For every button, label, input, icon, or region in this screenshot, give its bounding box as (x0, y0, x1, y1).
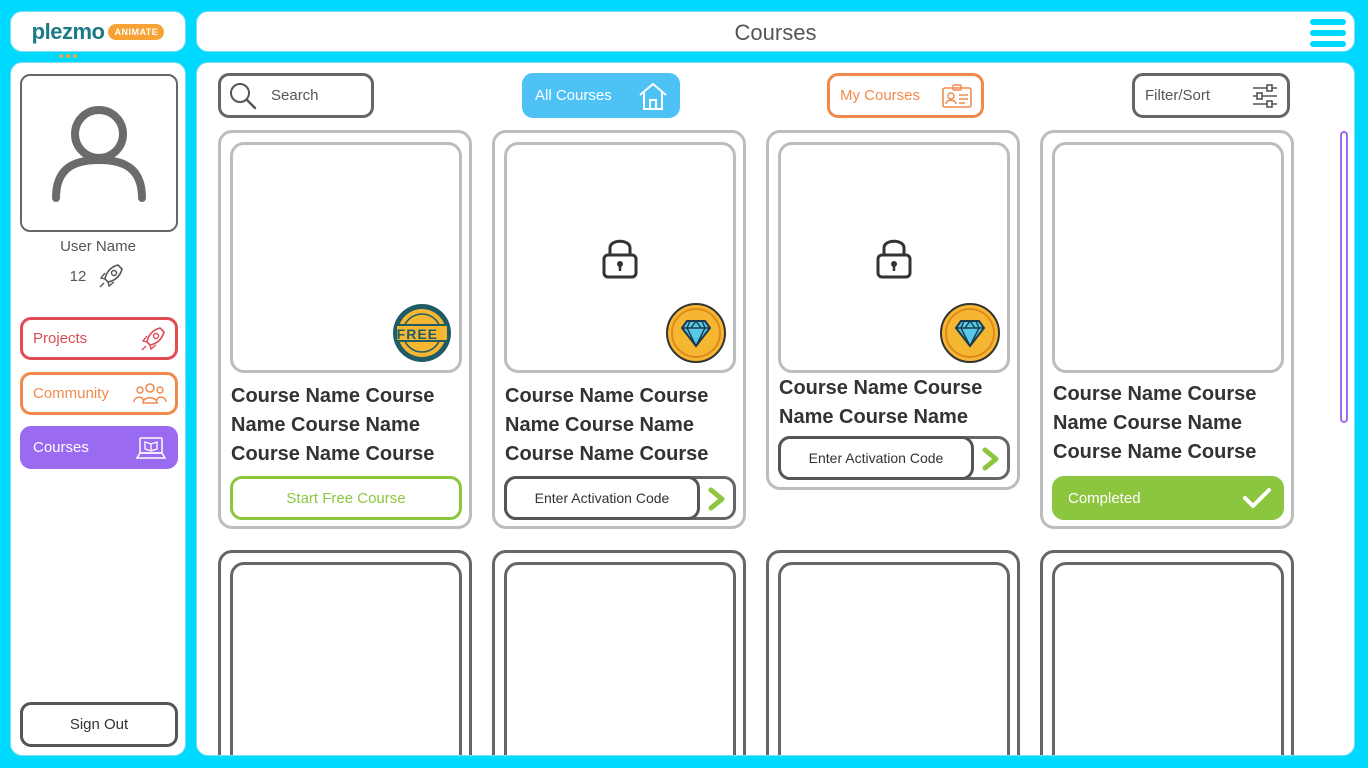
course-name: Course Name Course Name Course Name Cour… (1053, 383, 1257, 463)
course-name: Course Name Course Name Course Name Cour… (505, 385, 709, 465)
activation-code-input[interactable]: Enter Activation Code (504, 476, 700, 520)
course-thumbnail[interactable] (504, 142, 736, 373)
search-icon (230, 82, 257, 109)
completed-button[interactable]: Completed (1052, 476, 1284, 520)
course-card[interactable] (1040, 550, 1294, 755)
course-card[interactable]: Course Name Course Name Course Name Ente… (766, 130, 1020, 490)
search-input[interactable] (271, 87, 361, 104)
checkmark-icon (1243, 488, 1271, 508)
vertical-scrollbar[interactable] (1340, 131, 1348, 423)
home-icon (639, 82, 667, 110)
user-silhouette-icon (52, 106, 146, 202)
course-card[interactable]: Course Name Course Name Course Name Cour… (1040, 130, 1294, 529)
sidebar-item-label: Community (33, 385, 109, 402)
course-thumbnail[interactable] (778, 562, 1010, 755)
laptop-book-icon (135, 436, 167, 459)
rocket-icon (99, 264, 124, 288)
course-card[interactable] (218, 550, 472, 755)
my-courses-button[interactable]: My Courses (827, 73, 984, 118)
logo: plezmo ANIMATE (10, 11, 186, 58)
sliders-icon (1253, 83, 1277, 108)
course-thumbnail[interactable] (1052, 142, 1284, 373)
page-title: Courses (734, 20, 817, 45)
filter-sort-button[interactable]: Filter/Sort (1132, 73, 1290, 118)
course-card[interactable]: Course Name Course Name Course Name Cour… (492, 130, 746, 529)
people-icon (133, 382, 167, 404)
search-box[interactable] (218, 73, 374, 118)
completed-label: Completed (1068, 489, 1141, 507)
hamburger-menu-icon[interactable] (1310, 19, 1346, 47)
diamond-badge-icon (940, 303, 1000, 363)
logo-text: plezmo (31, 18, 105, 44)
sidebar-item-courses[interactable]: Courses (20, 426, 178, 469)
id-card-icon (942, 83, 972, 108)
activation-code-control[interactable]: Enter Activation Code (778, 436, 1010, 480)
course-thumbnail[interactable] (230, 562, 462, 755)
free-badge-label: FREE (396, 326, 438, 342)
title-bar: Courses (196, 11, 1355, 52)
free-badge-icon (393, 304, 451, 362)
course-card[interactable]: FREE Course Name Course Name Course Name… (218, 130, 472, 529)
sidebar-item-label: Projects (33, 330, 88, 347)
course-thumbnail[interactable] (778, 142, 1010, 373)
chevron-right-icon[interactable] (707, 487, 727, 511)
sidebar: User Name 12 Projects Community Courses (10, 62, 186, 756)
avatar[interactable] (20, 74, 178, 232)
diamond-badge-icon (666, 303, 726, 363)
sidebar-item-projects[interactable]: Projects (20, 317, 178, 360)
lock-icon (876, 239, 912, 278)
course-thumbnail[interactable] (1052, 562, 1284, 755)
sign-out-button[interactable]: Sign Out (20, 702, 178, 747)
filter-sort-label: Filter/Sort (1145, 87, 1211, 104)
activation-code-control[interactable]: Enter Activation Code (504, 476, 736, 520)
user-level-value: 12 (69, 267, 87, 285)
user-level: 12 (11, 261, 185, 291)
my-courses-label: My Courses (840, 87, 921, 104)
user-name: User Name (60, 238, 136, 255)
sidebar-item-label: Courses (33, 439, 89, 456)
all-courses-button[interactable]: All Courses (522, 73, 680, 118)
course-thumbnail[interactable]: FREE (230, 142, 462, 373)
logo-dots (59, 54, 77, 58)
course-thumbnail[interactable] (504, 562, 736, 755)
course-name: Course Name Course Name Course Name (779, 377, 983, 428)
activation-code-input[interactable]: Enter Activation Code (778, 436, 974, 480)
all-courses-label: All Courses (535, 87, 612, 104)
rocket-icon (141, 326, 165, 350)
course-card[interactable] (766, 550, 1020, 755)
sidebar-item-community[interactable]: Community (20, 372, 178, 415)
course-name: Course Name Course Name Course Name Cour… (231, 385, 435, 465)
course-card[interactable] (492, 550, 746, 755)
logo-badge: ANIMATE (108, 23, 165, 40)
start-free-course-button[interactable]: Start Free Course (230, 476, 462, 520)
chevron-right-icon[interactable] (981, 447, 1001, 471)
lock-icon (602, 239, 638, 278)
main-content: All Courses My Courses Filter/Sort (196, 62, 1355, 756)
